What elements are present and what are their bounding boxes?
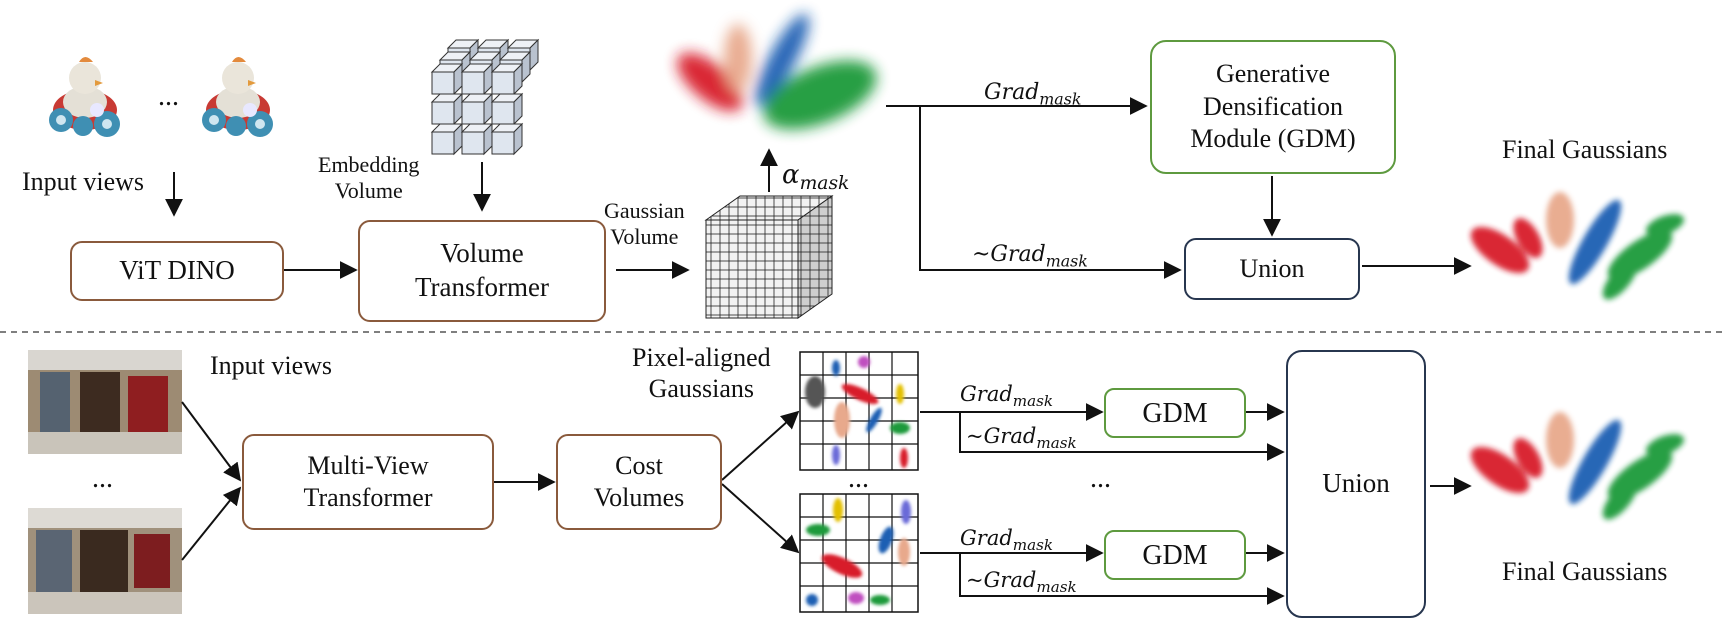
top-input-views-label: Input views <box>22 167 145 196</box>
union-top-box: Union <box>1184 238 1360 300</box>
bottom-input-views-label: Input views <box>210 351 333 380</box>
toy-car-icon <box>202 57 273 137</box>
bottom-ellipsis-views: ... <box>92 463 113 494</box>
room-photo-icon <box>28 508 182 614</box>
final-gaussians-top-label: Final Gaussians <box>1502 135 1668 164</box>
bottom-ellipsis-gdm: ... <box>1090 463 1111 494</box>
gdm-top-label: Generative Densification Module (GDM) <box>1190 59 1356 154</box>
room-photo-icon <box>28 350 182 454</box>
union-bottom-label: Union <box>1322 468 1390 499</box>
final-gaussians-bottom-icon <box>1463 412 1687 525</box>
gdm-bottom-label-1: GDM <box>1142 397 1208 429</box>
arrow-grid1-notgrad-to-union <box>959 412 1285 461</box>
gdm-top-box: Generative Densification Module (GDM) <box>1150 40 1396 174</box>
top-ellipsis: ... <box>158 81 179 112</box>
union-top-label: Union <box>1239 253 1305 283</box>
arrow-grid2-notgrad-to-union <box>959 553 1285 605</box>
gaussian-volume-label: Gaussian Volume <box>604 198 685 250</box>
bottom-grad-mask-label-1: Gradmask <box>960 382 1054 411</box>
arrow-not-grad-mask-to-union <box>919 106 1182 279</box>
gaussian-volume-icon <box>704 195 834 319</box>
cost-volumes-label: Cost Volumes <box>593 450 685 513</box>
bottom-not-grad-mask-label-1: ~Gradmask <box>966 424 1077 453</box>
union-bottom-box: Union <box>1286 350 1426 618</box>
gdm-bottom-box-2: GDM <box>1104 530 1246 580</box>
arrow-cost-to-grid1 <box>721 410 800 481</box>
arrow-cost-to-grid2 <box>721 483 800 554</box>
multi-view-transformer-label: Multi-View Transformer <box>303 450 433 513</box>
pixel-aligned-grid-1 <box>799 351 919 471</box>
gdm-bottom-box-1: GDM <box>1104 388 1246 438</box>
alpha-mask-label: αmask <box>782 160 850 195</box>
top-not-grad-mask-label: ~Gradmask <box>972 242 1088 271</box>
pixel-aligned-gaussians-label: Pixel-aligned Gaussians <box>632 343 771 404</box>
bottom-grad-mask-label-2: Gradmask <box>960 526 1054 555</box>
bottom-ellipsis-grids: ... <box>848 463 869 494</box>
cube-grid-icon <box>431 39 539 155</box>
arrow-view1-to-multiview <box>181 401 242 482</box>
final-gaussians-bottom-label: Final Gaussians <box>1502 557 1668 586</box>
toy-car-icon <box>49 57 120 137</box>
final-gaussians-top-icon <box>1463 192 1687 305</box>
embedding-volume-label: Embedding Volume <box>318 152 420 204</box>
pixel-aligned-grid-2 <box>799 493 919 613</box>
volume-transformer-label: Volume Transformer <box>415 238 549 302</box>
arrow-view2-to-multiview <box>181 486 242 561</box>
cost-volumes-box: Cost Volumes <box>556 434 722 530</box>
top-grad-mask-label: Gradmask <box>984 80 1082 109</box>
vit-dino-box: ViT DINO <box>70 241 284 301</box>
gdm-bottom-label-2: GDM <box>1142 539 1208 571</box>
multi-view-transformer-box: Multi-View Transformer <box>242 434 494 530</box>
bottom-not-grad-mask-label-2: ~Gradmask <box>966 568 1077 597</box>
volume-transformer-box: Volume Transformer <box>358 220 606 322</box>
gaussian-blob-icon <box>677 13 877 130</box>
vit-dino-label: ViT DINO <box>119 255 235 286</box>
